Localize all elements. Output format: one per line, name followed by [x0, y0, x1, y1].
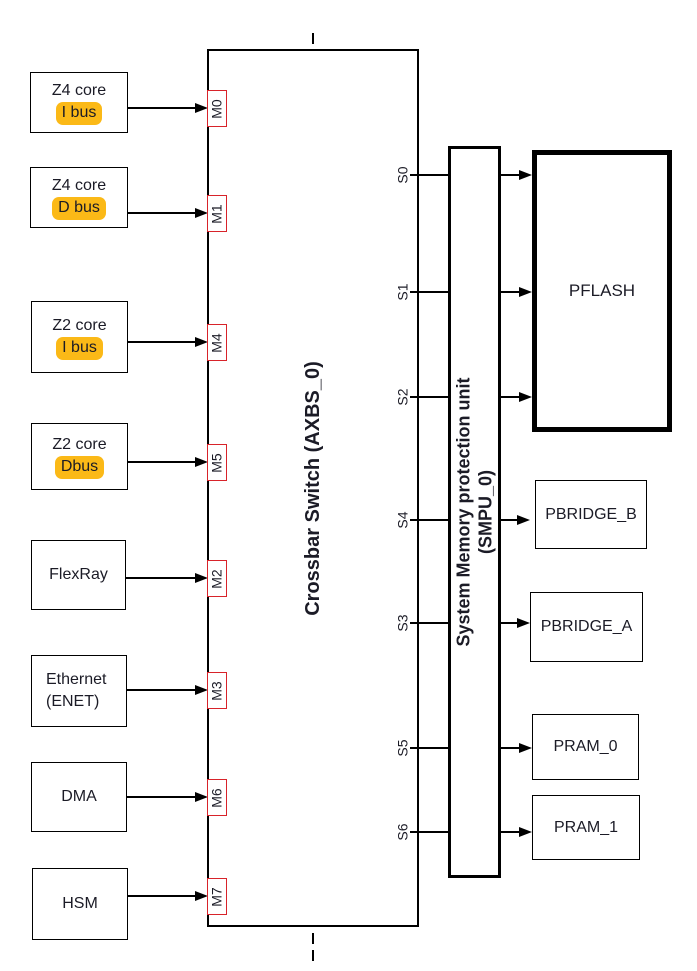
- bus-highlight: I bus: [56, 336, 103, 360]
- master-label: Z2 core: [52, 316, 107, 334]
- slave-line-s2: [410, 396, 448, 398]
- arrowhead-m5: [195, 457, 208, 467]
- target-line-s2: [499, 396, 520, 398]
- slave-line-s0: [410, 174, 448, 176]
- master-box-ethernet: Ethernet (ENET): [31, 655, 127, 727]
- crossbar-switch-title: Crossbar Switch (AXBS_0): [301, 360, 324, 616]
- bus-highlight: I bus: [55, 102, 103, 125]
- slave-line-s1: [410, 291, 448, 293]
- slave-line-s4: [410, 519, 448, 521]
- arrow-line-m5: [128, 461, 196, 463]
- arrow-line-m4: [128, 341, 196, 343]
- target-label: PRAM_0: [553, 738, 618, 755]
- arrowhead-m2: [195, 573, 208, 583]
- master-box-dma: DMA: [31, 762, 127, 832]
- target-label: PFLASH: [568, 281, 636, 300]
- port-m3: M3: [207, 672, 227, 709]
- continuation-tick-top: [312, 33, 314, 44]
- master-box-hsm: HSM: [32, 868, 128, 940]
- target-arrowhead-s4: [517, 515, 530, 525]
- arrow-line-m2: [126, 577, 196, 579]
- smpu-box: System Memory protection unit (SMPU_0): [448, 146, 501, 878]
- smpu-title: System Memory protection unit (SMPU_0): [453, 377, 496, 647]
- slave-line-s6: [410, 831, 448, 833]
- port-m7: M7: [207, 878, 227, 915]
- master-sublabel: (ENET): [46, 693, 100, 710]
- arrowhead-m7: [195, 891, 208, 901]
- arrow-line-m7: [128, 895, 196, 897]
- bus-highlight: D bus: [52, 197, 106, 220]
- target-label: PBRIDGE_B: [545, 505, 637, 523]
- master-box-z2-ibus: Z2 core I bus: [31, 301, 128, 373]
- target-arrowhead-s2: [519, 392, 532, 402]
- slave-line-s5: [410, 747, 448, 749]
- master-label: HSM: [62, 895, 98, 912]
- target-arrowhead-s5: [519, 743, 532, 753]
- arrowhead-m4: [195, 337, 208, 347]
- crossbar-switch-box: Crossbar Switch (AXBS_0): [207, 49, 419, 927]
- target-line-s6: [499, 831, 520, 833]
- target-box-pflash: PFLASH: [532, 150, 672, 432]
- arrowhead-m3: [195, 685, 208, 695]
- target-arrowhead-s6: [519, 827, 532, 837]
- continuation-tick-bottom-2: [312, 950, 314, 961]
- master-label: FlexRay: [49, 566, 108, 583]
- continuation-tick-bottom-1: [312, 933, 314, 944]
- target-arrowhead-s0: [519, 170, 532, 180]
- port-m0: M0: [207, 90, 227, 127]
- master-label: Z2 core: [52, 436, 107, 453]
- arrow-line-m0: [128, 107, 196, 109]
- target-box-pram-0: PRAM_0: [532, 714, 639, 780]
- master-box-z4-dbus: Z4 core D bus: [30, 167, 128, 228]
- target-box-pbridge-b: PBRIDGE_B: [535, 480, 647, 549]
- target-label: PRAM_1: [553, 818, 619, 836]
- target-line-s3: [499, 622, 520, 624]
- master-label: Z4 core: [51, 82, 107, 99]
- target-line-s5: [499, 747, 520, 749]
- arrow-line-m6: [127, 796, 196, 798]
- target-arrowhead-s1: [519, 287, 532, 297]
- bus-highlight: Dbus: [54, 456, 105, 479]
- master-box-z4-ibus: Z4 core I bus: [30, 72, 128, 133]
- port-m5: M5: [207, 444, 227, 481]
- slave-line-s3: [410, 622, 448, 624]
- target-line-s4: [499, 519, 520, 521]
- arrowhead-m1: [195, 208, 208, 218]
- master-box-flexray: FlexRay: [31, 540, 126, 610]
- arrowhead-m0: [195, 103, 208, 113]
- arrowhead-m6: [195, 792, 208, 802]
- target-arrowhead-s3: [517, 618, 530, 628]
- master-label: DMA: [61, 788, 97, 805]
- target-box-pram-1: PRAM_1: [532, 795, 640, 860]
- master-label: Ethernet: [46, 671, 107, 688]
- port-m4: M4: [207, 324, 227, 361]
- target-label: PBRIDGE_A: [540, 618, 633, 635]
- master-box-z2-dbus: Z2 core Dbus: [31, 423, 128, 490]
- target-line-s1: [499, 291, 520, 293]
- port-m6: M6: [207, 779, 227, 816]
- target-line-s0: [499, 174, 520, 176]
- target-box-pbridge-a: PBRIDGE_A: [530, 592, 643, 662]
- arrow-line-m3: [127, 689, 196, 691]
- port-m1: M1: [207, 195, 227, 232]
- port-m2: M2: [207, 560, 227, 597]
- arrow-line-m1: [128, 212, 196, 214]
- master-label: Z4 core: [51, 177, 107, 194]
